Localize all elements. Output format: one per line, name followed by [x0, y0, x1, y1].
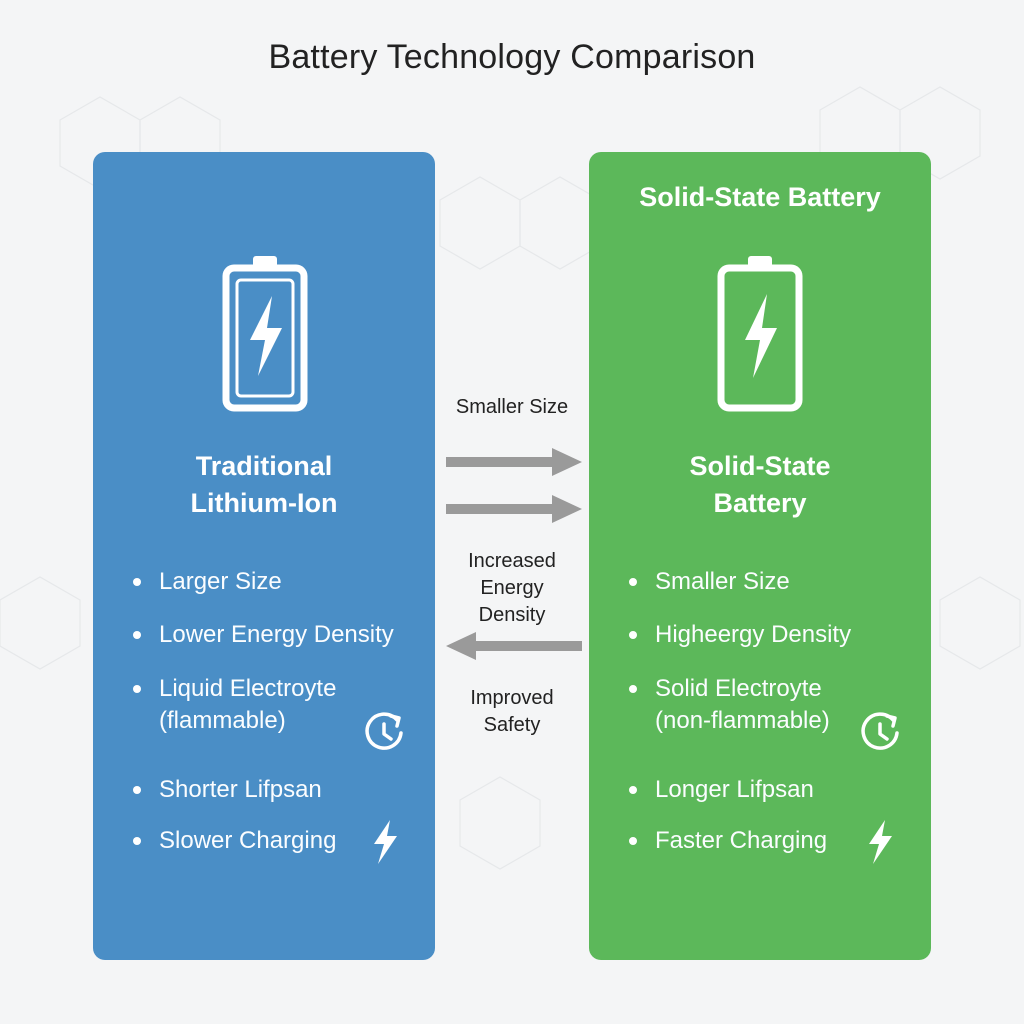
- panel-header-solid-state: Solid-State Battery: [639, 182, 881, 212]
- label-smaller-size: Smaller Size: [455, 396, 569, 418]
- feature-text: Solid Electroyte: [655, 675, 822, 702]
- panel-name-line2: Battery: [713, 488, 807, 518]
- clock-icon: [861, 712, 899, 750]
- panel-name-solid-state: Solid-State Battery: [589, 448, 931, 522]
- feature-text: Longer Lifpsan: [655, 776, 814, 803]
- label-line: Energy: [480, 577, 544, 599]
- bullet: [133, 685, 141, 693]
- arrow-left-icon: [446, 632, 582, 660]
- bullet: [629, 631, 637, 639]
- feature-text: Lower Energy Density: [159, 621, 394, 648]
- page-title: Battery Technology Comparison: [268, 38, 756, 76]
- feature-subtext: (non-flammable): [655, 707, 830, 734]
- lightning-icon: [869, 820, 892, 864]
- solid-state-panel: Solid-State Battery Solid-State Battery …: [589, 152, 931, 960]
- clock-icon: [365, 712, 403, 750]
- bullet: [133, 578, 141, 586]
- feature-text: Liquid Electroyte: [159, 675, 337, 702]
- label-line: Improved: [470, 687, 554, 709]
- bullet: [629, 578, 637, 586]
- feature-text: Shorter Lifpsan: [159, 776, 322, 803]
- label-line: Increased: [468, 550, 556, 572]
- battery-bolt-icon: [222, 256, 308, 412]
- feature-text: Smaller Size: [655, 568, 790, 595]
- panel-name-line1: Solid-State: [689, 451, 831, 481]
- panel-name-line2: Lithium-Ion: [190, 488, 338, 518]
- bullet: [629, 837, 637, 845]
- label-line: Safety: [483, 714, 541, 736]
- bullet: [133, 631, 141, 639]
- bullet: [133, 837, 141, 845]
- lightning-icon: [374, 820, 397, 864]
- feature-text: Higheergy Density: [655, 621, 852, 648]
- label-increased-energy-density: Increased Energy Density: [440, 548, 584, 629]
- label-improved-safety: Improved Safety: [440, 685, 584, 739]
- bullet: [133, 786, 141, 794]
- battery-bolt-icon: [717, 256, 803, 412]
- feature-text: Larger Size: [159, 568, 282, 595]
- arrow-right-icon: [446, 448, 582, 476]
- feature-subtext: (flammable): [159, 707, 286, 734]
- lithium-ion-panel: Traditional Lithium-Ion Larger Size Lowe…: [93, 152, 435, 960]
- bullet: [629, 786, 637, 794]
- label-line: Density: [478, 604, 546, 626]
- feature-text: Faster Charging: [655, 827, 828, 854]
- arrow-right-icon: [446, 495, 582, 523]
- bullet: [629, 685, 637, 693]
- panel-name-line1: Traditional: [195, 451, 333, 481]
- feature-text: Slower Charging: [159, 827, 337, 854]
- panel-name-lithium-ion: Traditional Lithium-Ion: [93, 448, 435, 522]
